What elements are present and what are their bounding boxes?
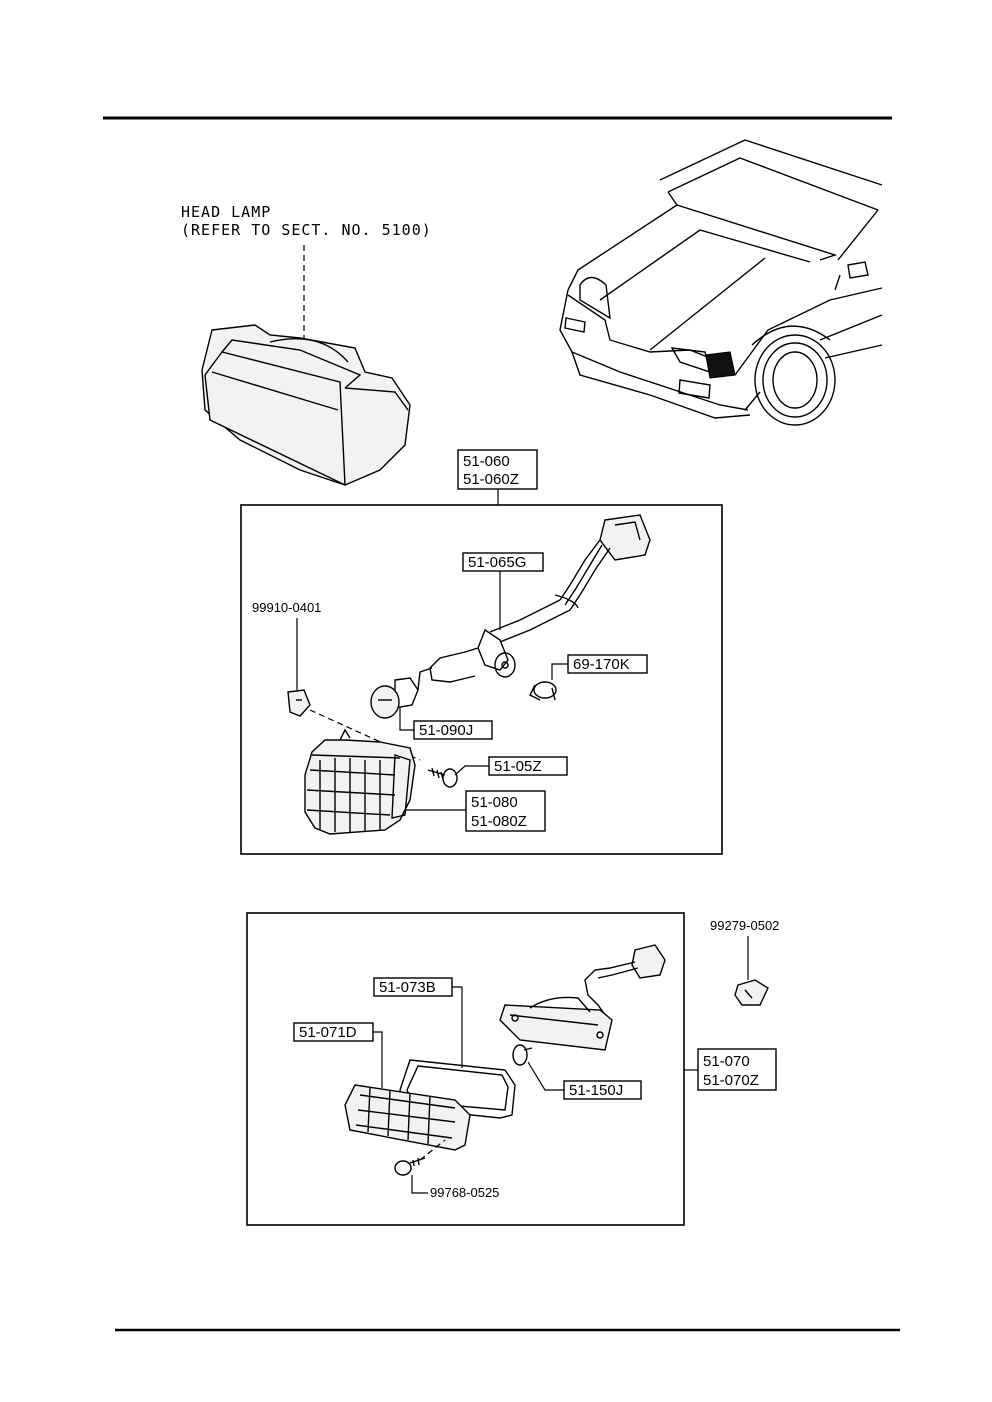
screw-illustration <box>427 767 458 788</box>
bulb-label: 51-090J <box>419 722 473 739</box>
clearance-clip-illustration <box>734 979 769 1006</box>
wedge-bulb-label: 69-170K <box>573 656 630 673</box>
head-lamp-title: HEAD LAMP <box>181 203 271 221</box>
clearance-screw-label: 99768-0525 <box>430 1185 499 1200</box>
assembly-label-51-060Z: 51-060Z <box>463 471 519 488</box>
socket <box>417 628 516 691</box>
harness-label: 51-065G <box>468 554 526 571</box>
clearance-connector-illustration <box>584 944 666 1016</box>
clip-label: 99910-0401 <box>252 600 321 615</box>
harness-connector <box>489 514 651 643</box>
bulb-51-090J-illustration <box>370 677 419 719</box>
clearance-lens-label: 51-071D <box>299 1024 357 1041</box>
front-combination-lamp-frame <box>240 504 723 855</box>
clearance-screw-illustration <box>394 1157 426 1176</box>
clearance-lamp-housing-illustration <box>499 996 613 1051</box>
clearance-lamp-group: 99279-0502 51-150J <box>246 912 779 1226</box>
clip-illustration <box>287 689 311 717</box>
clearance-bulb-label: 51-150J <box>569 1082 623 1099</box>
gasket-label: 51-073B <box>379 979 436 996</box>
clearance-assembly-label-51-070Z: 51-070Z <box>703 1072 759 1089</box>
clearance-lamp-frame <box>246 912 685 1226</box>
wedge-bulb-illustration <box>529 681 557 701</box>
head-lamp-illustration <box>201 324 411 487</box>
front-combination-lamp-group: 51-060 51-060Z 51-065G <box>240 449 723 855</box>
clearance-assembly-label-51-070: 51-070 <box>703 1053 750 1070</box>
clearance-lens-illustration <box>344 1084 471 1151</box>
assembly-label-51-060: 51-060 <box>463 453 510 470</box>
lens-label-51-080Z: 51-080Z <box>471 813 527 830</box>
clearance-clip-label: 99279-0502 <box>710 918 779 933</box>
screw-label: 51-05Z <box>494 758 542 775</box>
lens-label-51-080: 51-080 <box>471 794 518 811</box>
clearance-bulb-illustration <box>512 1044 533 1066</box>
car-illustration <box>559 139 883 426</box>
head-lamp-callout: HEAD LAMP (REFER TO SECT. NO. 5100) <box>181 203 432 345</box>
head-lamp-reference: (REFER TO SECT. NO. 5100) <box>181 221 432 239</box>
turn-signal-lens-illustration <box>304 728 416 835</box>
